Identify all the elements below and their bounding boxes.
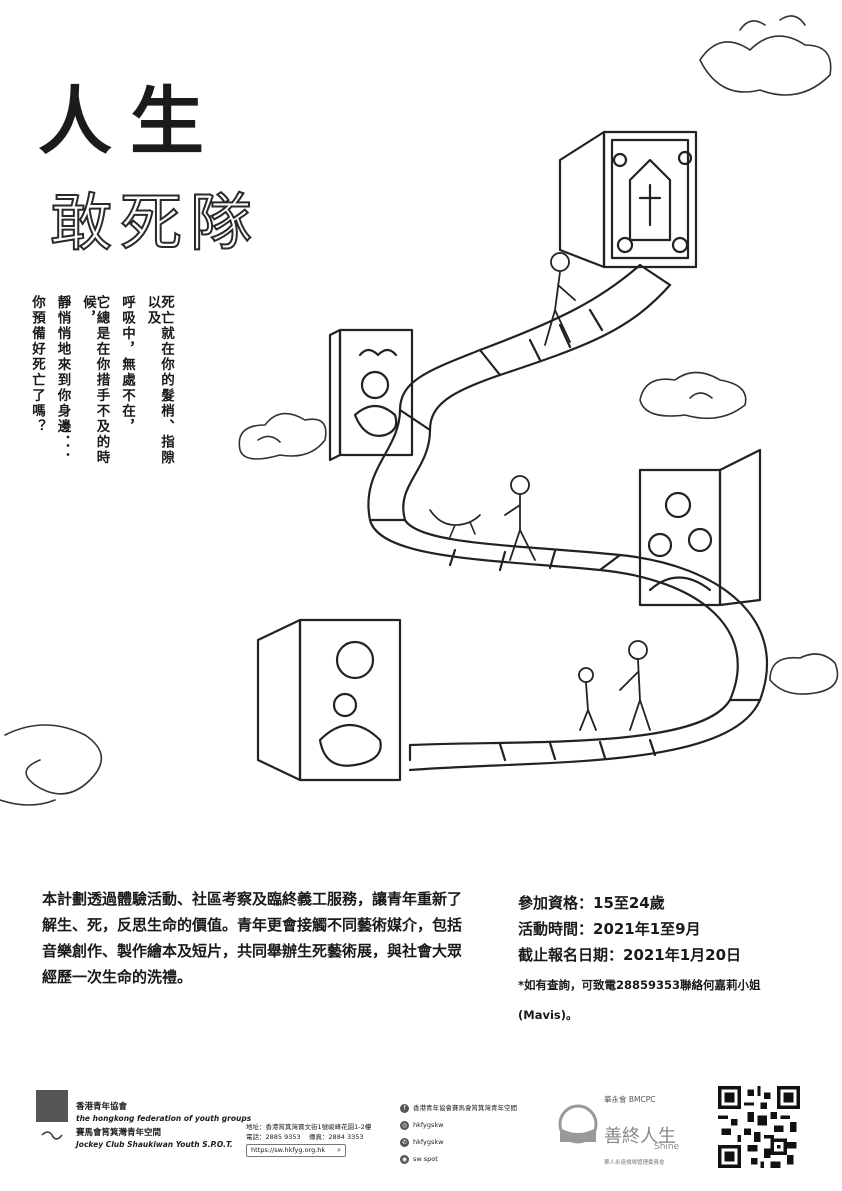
- figure-pair-bottom: [578, 640, 651, 731]
- cloud-top-right: [699, 15, 832, 96]
- winding-path: [367, 263, 769, 772]
- cloud-right: [769, 653, 839, 695]
- cloud-left: [238, 412, 327, 460]
- poster-title: 人生: [38, 79, 222, 165]
- website-link[interactable]: https://sw.hkfyg.org.hk ⌕: [246, 1144, 346, 1157]
- qr-code[interactable]: [718, 1086, 800, 1168]
- branch-name-en: Jockey Club Shaukiwan Youth S.P.O.T.: [76, 1140, 233, 1149]
- partner-name: 善終人生: [604, 1126, 676, 1147]
- figure-child-middle: [504, 475, 536, 561]
- illustration: [0, 15, 839, 806]
- wechat-icon: ◉: [400, 1155, 409, 1164]
- social-facebook[interactable]: f 香港青年協會賽馬會筲箕灣青年空間: [400, 1100, 517, 1117]
- organisation-name: 香港青年協會 the hongkong federation of youth …: [76, 1102, 251, 1150]
- address-text: 地址：香港筲箕灣寶文街1號峻峰花園1-2樓: [246, 1123, 372, 1131]
- social-links: f 香港青年協會賽馬會筲箕灣青年空間 ◎ hkfygskw ✆ hkfygskw…: [400, 1100, 517, 1168]
- social-wechat[interactable]: ◉ sw spot: [400, 1151, 517, 1168]
- org-name-en: the hongkong federation of youth groups: [76, 1114, 252, 1123]
- door-baby: [328, 328, 414, 462]
- poem-line: 它總是在你措手不及的時候，: [80, 295, 110, 466]
- door-coffin: [558, 130, 698, 269]
- poem: 死亡就在你的髮梢、指隙以及 呼吸中，無處不在， 它總是在你措手不及的時候， 靜悄…: [29, 295, 175, 475]
- cloud-bottom-left: [0, 724, 103, 806]
- contact-details: 地址：香港筲箕灣寶文街1號峻峰花園1-2樓 電話：2885 9353 傳真：28…: [246, 1122, 371, 1142]
- hkfyg-logo: [36, 1090, 68, 1140]
- social-whatsapp[interactable]: ✆ hkfygskw: [400, 1134, 517, 1151]
- partner-top-text: 華永會 BMCPC: [604, 1095, 656, 1104]
- enquiry-note: *如有查詢，可致電28859353聯絡何嘉莉小姐(Mavis)。: [518, 978, 761, 1022]
- partner-emblem-icon: [558, 1104, 598, 1144]
- partner-bottom-text: 華人永遠墳場管理委員會: [604, 1160, 665, 1166]
- poem-line: 呼吸中，無處不在，: [119, 295, 135, 435]
- whatsapp-icon: ✆: [400, 1138, 409, 1147]
- poem-line: 靜悄悄地來到你身邊．．．: [54, 295, 71, 468]
- figure-adult-top: [544, 252, 576, 346]
- period-text: 活動時間：2021年1至9月: [518, 920, 701, 938]
- fax-text: 傳真：2884 3353: [308, 1133, 364, 1141]
- poem-line: 你預備好死亡了嗎？: [29, 295, 45, 435]
- event-info: 參加資格：15至24歲 活動時間：2021年1至9月 截止報名日期：2021年1…: [518, 890, 818, 1030]
- social-label: hkfygskw: [413, 1138, 444, 1146]
- door-family: [638, 448, 762, 607]
- website-url: https://sw.hkfyg.org.hk: [251, 1146, 326, 1154]
- partner-logo: 華永會 BMCPC 善終人生 Shine 華人永遠墳場管理委員會: [556, 1094, 696, 1174]
- partner-name-en: Shine: [654, 1142, 680, 1152]
- poster-subtitle: 敢死隊: [49, 185, 261, 260]
- branch-name-cn: 賽馬會筲箕灣青年空間: [76, 1128, 162, 1138]
- poem-line: 死亡就在你的髮梢、指隙以及: [144, 295, 175, 466]
- footer: 香港青年協會 the hongkong federation of youth …: [0, 1080, 842, 1191]
- cloud-mid-right: [639, 371, 747, 420]
- cat-figure: [429, 509, 481, 538]
- org-name-cn: 香港青年協會: [76, 1102, 128, 1112]
- social-label: 香港青年協會賽馬會筲箕灣青年空間: [413, 1104, 517, 1112]
- deadline-text: 截止報名日期：2021年1月20日: [518, 946, 742, 964]
- phone-text: 電話：2885 9353: [246, 1133, 301, 1141]
- eligibility-text: 參加資格：15至24歲: [518, 894, 665, 912]
- social-instagram[interactable]: ◎ hkfygskw: [400, 1117, 517, 1134]
- social-label: hkfygskw: [413, 1121, 444, 1129]
- door-mother-child: [256, 618, 402, 782]
- project-description: 本計劃透過體驗活動、社區考察及臨終義工服務，讓青年重新了解生、死，反思生命的價值…: [42, 890, 463, 986]
- facebook-icon: f: [400, 1104, 409, 1113]
- social-label: sw spot: [413, 1155, 438, 1163]
- instagram-icon: ◎: [400, 1121, 409, 1130]
- search-icon: ⌕: [337, 1146, 341, 1154]
